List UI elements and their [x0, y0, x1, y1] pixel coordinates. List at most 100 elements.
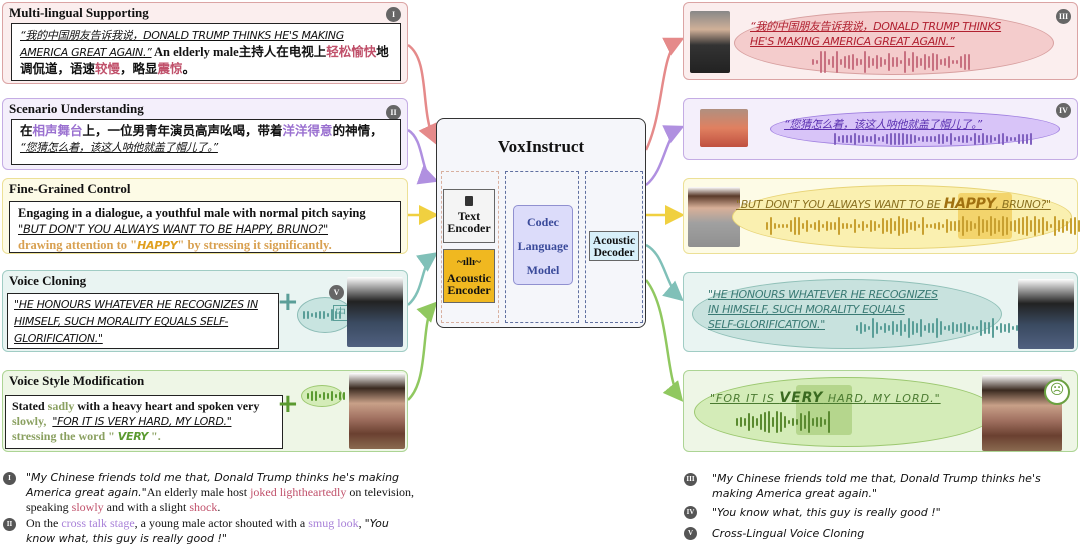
panel-title: Fine-Grained Control: [9, 181, 131, 196]
waveform-bar: [962, 134, 964, 144]
instruction-note: Engaging in a dialogue, a youthful male …: [9, 201, 401, 253]
waveform-bar: [820, 51, 822, 73]
waveform-bar: [934, 135, 936, 143]
speaker-photo-young-man: [688, 187, 740, 247]
waveform-bar: [926, 135, 928, 143]
speaker-photo-actor: [700, 109, 748, 147]
waveform-bar: [944, 325, 946, 331]
waveform-bar: [1026, 134, 1028, 144]
waveform-bar: [828, 59, 830, 65]
waveform-bar: [856, 57, 858, 67]
waveform-bar: [878, 136, 880, 142]
arrow-scenario: [407, 128, 439, 185]
waveform-bar: [896, 324, 898, 332]
waveform-bar: [918, 137, 920, 141]
waveform-bar: [942, 133, 944, 145]
waveform-bar: [966, 219, 968, 233]
output-waveform: [812, 50, 970, 74]
waveform-bar: [964, 53, 966, 71]
lm-group: [505, 171, 579, 323]
waveform-bar: [1014, 220, 1016, 232]
speech-bubble: [732, 185, 1072, 249]
waveform-bar: [908, 58, 910, 66]
waveform-bar: [838, 217, 840, 235]
waveform-bar: [862, 135, 864, 143]
arrow-out-4: [645, 243, 684, 302]
voxinstruct-model: VoxInstruct Text Encoder ~ıllı~ Acoustic…: [436, 118, 646, 328]
prompt-waveform: [307, 385, 345, 407]
waveform-bar: [307, 310, 309, 320]
plus-icon: +: [277, 389, 299, 419]
speaker-photo-man: [349, 373, 405, 449]
waveform-bar: [816, 60, 818, 64]
waveform-bar: [960, 322, 962, 334]
waveform-bar: [1022, 217, 1024, 235]
waveform-bar: [1022, 134, 1024, 144]
output-waveform: [856, 317, 1034, 339]
legend-badge: II: [3, 518, 16, 531]
panel-voice-cloning: Voice Cloning "HE HONOURS WHATEVER HE RE…: [2, 270, 408, 352]
waveform-bar: [940, 321, 942, 335]
decoder-group: [585, 171, 643, 323]
waveform-bar: [904, 323, 906, 333]
sad-face-icon: ☹: [1044, 379, 1070, 405]
waveform-bar: [888, 52, 890, 72]
waveform-bar: [1054, 215, 1056, 237]
document-icon: [465, 196, 473, 206]
waveform-bar: [752, 415, 754, 429]
waveform-bar: [870, 136, 872, 142]
speech-bubble: [734, 11, 1054, 75]
waveform-bar: [818, 220, 820, 232]
waveform-bar: [760, 414, 762, 430]
waveform-bar: [792, 418, 794, 426]
waveform-bar: [327, 393, 329, 399]
legend-item-3: "My Chinese friends told me that, Donald…: [712, 472, 1041, 500]
waveform-bar: [1010, 220, 1012, 232]
waveform-bar: [968, 54, 970, 70]
waveform-bar: [982, 133, 984, 145]
waveform-bar: [916, 322, 918, 334]
waveform-bar: [964, 321, 966, 335]
waveform-bar: [776, 411, 778, 433]
waveform-bar: [920, 319, 922, 337]
output-waveform: [766, 215, 1080, 237]
waveform-bar: [930, 136, 932, 142]
waveform-bar: [802, 223, 804, 229]
waveform-bar: [303, 311, 305, 319]
waveform-bar: [938, 221, 940, 231]
plus-icon: +: [277, 287, 299, 317]
instruction-note: 在相声舞台上，一位男青年演员高声吆喝，带着洋洋得意的神情，“您猜怎么着，该这人呐…: [11, 119, 401, 165]
waveform-bar: [952, 322, 954, 334]
waveform-bar: [852, 53, 854, 71]
waveform-bar: [796, 419, 798, 425]
waveform-bar: [1070, 217, 1072, 235]
waveform-bar: [878, 224, 880, 228]
waveform-bar: [846, 223, 848, 229]
acoustic-decoder-block: Acoustic Decoder: [589, 231, 639, 261]
waveform-bar: [976, 325, 978, 331]
panel-voice-style: Voice Style Modification Stated sadly wi…: [2, 370, 408, 452]
panel-scenario: Scenario Understanding II 在相声舞台上，一位男青年演员…: [2, 98, 408, 170]
legend-badge: IV: [684, 506, 697, 519]
waveform-bar: [1004, 324, 1006, 332]
waveform-bar: [892, 320, 894, 336]
waveform-bar: [808, 410, 810, 434]
arrow-out-5: [645, 279, 684, 402]
instruction-note: "HE HONOURS WHATEVER HE RECOGNIZES IN HI…: [7, 293, 279, 349]
waveform-bar: [984, 322, 986, 334]
waveform-bar: [962, 216, 964, 236]
waveform-bar: [1062, 218, 1064, 234]
waveform-bar: [908, 318, 910, 338]
waveform-bar: [311, 390, 313, 402]
waveform-bar: [824, 50, 826, 74]
waveform-bar: [970, 137, 972, 141]
waveform-bar: [886, 133, 888, 145]
waveform-bar: [1042, 217, 1044, 235]
legend-badge: V: [684, 527, 697, 540]
waveform-bar: [327, 313, 329, 317]
waveform-bar: [948, 325, 950, 331]
waveform-bar: [838, 135, 840, 143]
waveform-bar: [834, 221, 836, 231]
